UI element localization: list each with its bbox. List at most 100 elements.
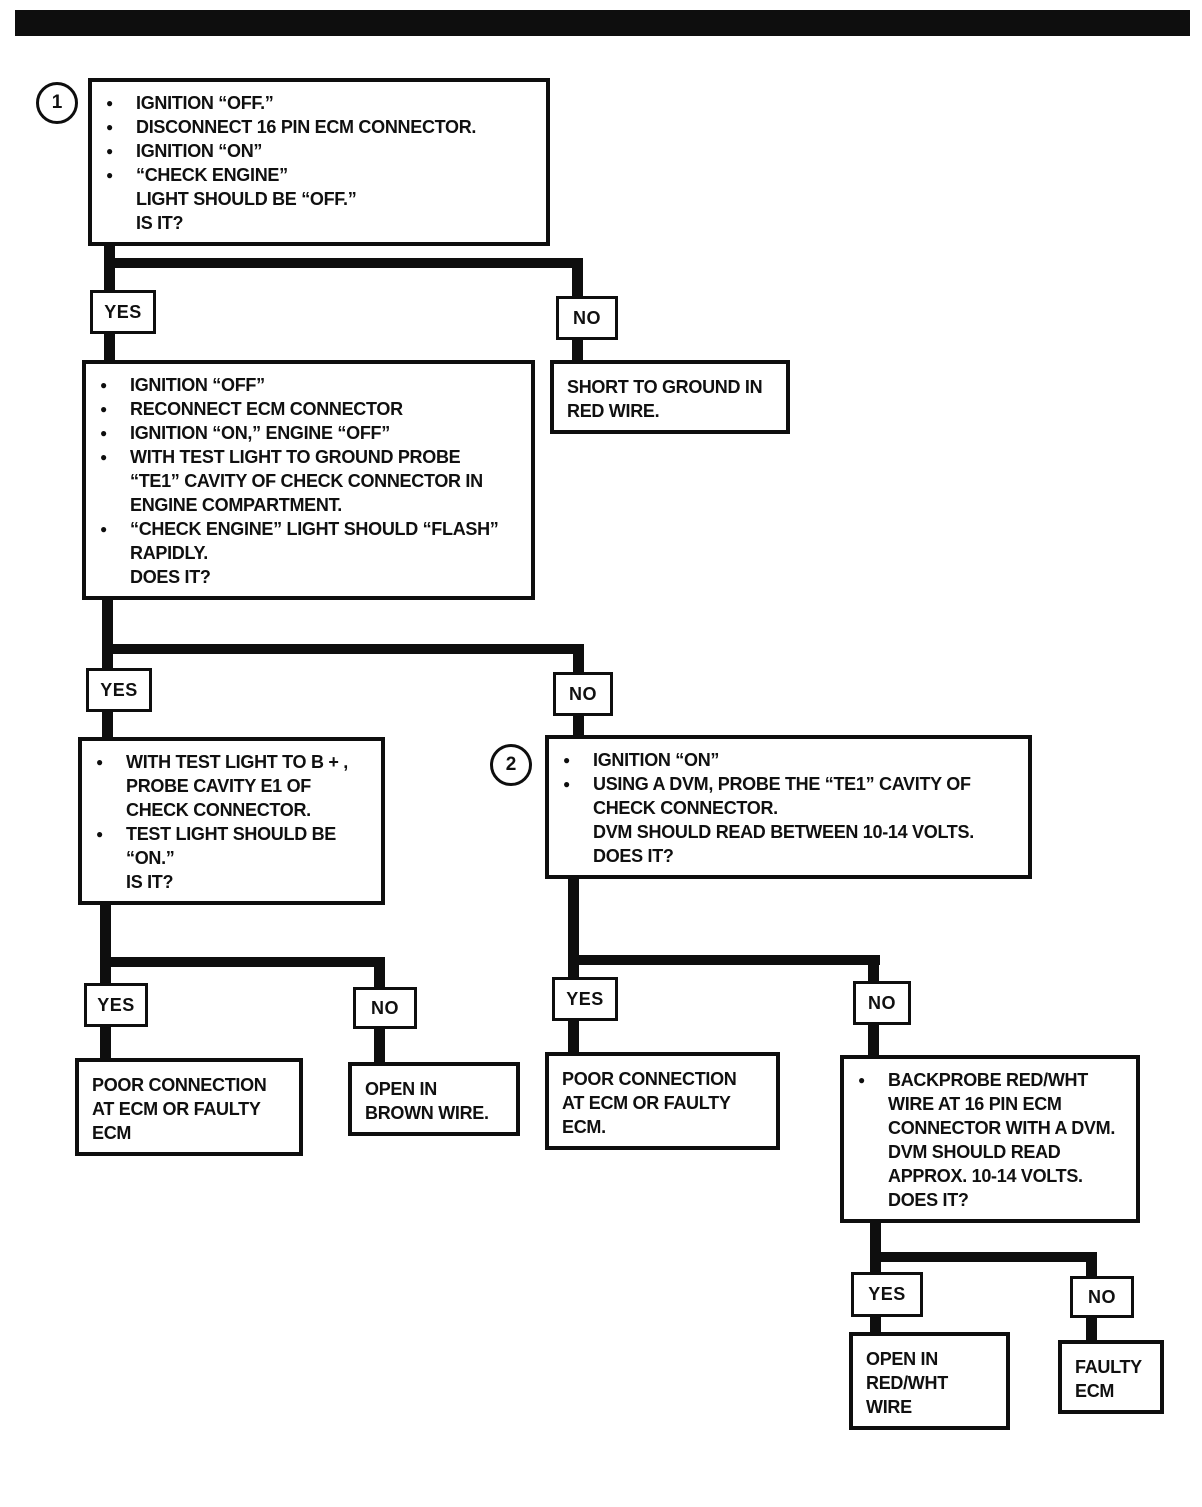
text-line: DOES IT? [563, 844, 1020, 868]
bullet-icon: ● [858, 1073, 866, 1087]
text-line-content: WIRE [866, 1397, 912, 1417]
text-line-content: ECM [92, 1123, 132, 1143]
text-line: ●IGNITION “ON” [106, 139, 538, 163]
text-line-content: OPEN IN [866, 1349, 938, 1369]
connector-line [568, 963, 579, 983]
text-line: ● BACKPROBE RED/WHT [858, 1068, 1128, 1092]
decision-box-1: ●IGNITION “OFF.”●DISCONNECT 16 PIN ECM C… [88, 78, 550, 246]
connector-line [868, 1021, 879, 1061]
connector-line [102, 590, 113, 648]
text-line: RED/WHT [866, 1371, 998, 1395]
connector-line [104, 266, 115, 294]
connector-line [568, 1017, 579, 1057]
branch2-yes-label: YES [86, 668, 152, 712]
text-line: CHECK CONNECTOR. [563, 796, 1020, 820]
bullet-icon: ● [100, 522, 108, 536]
text-line: ●“CHECK ENGINE” [106, 163, 538, 187]
bullet-icon: ● [563, 753, 571, 767]
text-line: ● RECONNECT ECM CONNECTOR [100, 397, 523, 421]
text-line-content: AT ECM OR FAULTY [562, 1093, 731, 1113]
text-line-content: “ON.” [126, 848, 175, 868]
branch4-no-label: NO [853, 981, 911, 1025]
connector-line [1086, 1260, 1097, 1282]
text-line-content: POOR CONNECTION [562, 1069, 737, 1089]
text-line-content: OPEN IN [365, 1079, 437, 1099]
text-line-content: ENGINE COMPARTMENT. [130, 495, 342, 515]
text-line-content: IS IT? [126, 872, 174, 892]
result-short-to-ground-box: SHORT TO GROUND IN RED WIRE. [550, 360, 790, 434]
text-line: ECM [92, 1121, 291, 1145]
connector-line [100, 965, 111, 989]
text-line-content: SHORT TO GROUND IN [567, 377, 763, 397]
connector-line [572, 266, 583, 300]
text-line-content: BACKPROBE RED/WHT [888, 1070, 1088, 1090]
connector-line [870, 1215, 881, 1255]
text-line: OPEN IN [365, 1077, 508, 1101]
decision-box-4: ●IGNITION “ON”●USING A DVM, PROBE THE “T… [545, 735, 1032, 879]
text-line: ENGINE COMPARTMENT. [100, 493, 523, 517]
text-line-content: POOR CONNECTION [92, 1075, 267, 1095]
text-line-content: CONNECTOR WITH A DVM. [888, 1118, 1116, 1138]
bullet-icon: ● [100, 402, 108, 416]
text-line: AT ECM OR FAULTY [92, 1097, 291, 1121]
text-line: DOES IT? [100, 565, 523, 589]
connector-line [100, 957, 385, 967]
branch4-yes-label: YES [552, 977, 618, 1021]
text-line-content: “TE1” CAVITY OF CHECK CONNECTOR IN [130, 471, 483, 491]
text-line-content: RECONNECT ECM CONNECTOR [130, 399, 403, 419]
text-line-content: RED WIRE. [567, 401, 660, 421]
text-line: DVM SHOULD READ BETWEEN 10-14 VOLTS. [563, 820, 1020, 844]
text-line: CHECK CONNECTOR. [96, 798, 373, 822]
text-line: FAULTY [1075, 1355, 1152, 1379]
text-line: DOES IT? [858, 1188, 1128, 1212]
branch5-yes-label: YES [851, 1272, 923, 1317]
text-line: ● “CHECK ENGINE” LIGHT SHOULD “FLASH” [100, 517, 523, 541]
text-line-content: WITH TEST LIGHT TO B + , [126, 752, 348, 772]
text-line: WIRE [866, 1395, 998, 1419]
connector-line [870, 1312, 881, 1338]
text-line-content: IGNITION “ON,” ENGINE “OFF” [130, 423, 390, 443]
text-line: ●IGNITION “OFF.” [106, 91, 538, 115]
text-line-content: RAPIDLY. [130, 543, 208, 563]
text-line: ●USING A DVM, PROBE THE “TE1” CAVITY OF [563, 772, 1020, 796]
text-line: IS IT? [96, 870, 373, 894]
text-line-content: DOES IT? [888, 1190, 969, 1210]
connector-line [870, 1252, 1097, 1262]
text-line: ECM. [562, 1115, 768, 1139]
text-line-content: WIRE AT 16 PIN ECM [888, 1094, 1062, 1114]
text-line: IS IT? [106, 211, 538, 235]
text-line-content: DOES IT? [130, 567, 211, 587]
branch2-no-label: NO [553, 672, 613, 716]
text-line: BROWN WIRE. [365, 1101, 508, 1125]
top-divider-rule [15, 10, 1190, 36]
text-line: WIRE AT 16 PIN ECM [858, 1092, 1128, 1116]
text-line-content: “CHECK ENGINE” [136, 165, 288, 185]
result-open-brown-wire-box: OPEN IN BROWN WIRE. [348, 1062, 520, 1136]
bullet-icon: ● [106, 96, 114, 110]
text-line-content: RED/WHT [866, 1373, 948, 1393]
bullet-icon: ● [563, 777, 571, 791]
text-line: DVM SHOULD READ [858, 1140, 1128, 1164]
connector-line [573, 712, 584, 740]
text-line-content: TEST LIGHT SHOULD BE [126, 824, 337, 844]
connector-line [870, 1260, 881, 1278]
text-line-content: DVM SHOULD READ BETWEEN 10-14 VOLTS. [593, 822, 974, 842]
connector-line [568, 875, 579, 959]
bullet-icon: ● [106, 120, 114, 134]
connector-line [568, 955, 880, 965]
text-line-content: “CHECK ENGINE” LIGHT SHOULD “FLASH” [130, 519, 499, 539]
connector-line [100, 895, 111, 961]
decision-box-2: ●IGNITION “OFF”●RECONNECT ECM CONNECTOR●… [82, 360, 535, 600]
branch1-yes-label: YES [90, 290, 156, 334]
text-line-content: CHECK CONNECTOR. [126, 800, 311, 820]
text-line-content: ECM [1075, 1381, 1115, 1401]
text-line-content: DISCONNECT 16 PIN ECM CONNECTOR. [136, 117, 477, 137]
connector-line [573, 652, 584, 678]
connector-line [102, 708, 113, 742]
connector-line [374, 1027, 385, 1067]
bullet-icon: ● [100, 378, 108, 392]
text-line: ●IGNITION “ON,” ENGINE “OFF” [100, 421, 523, 445]
text-line-content: BROWN WIRE. [365, 1103, 489, 1123]
